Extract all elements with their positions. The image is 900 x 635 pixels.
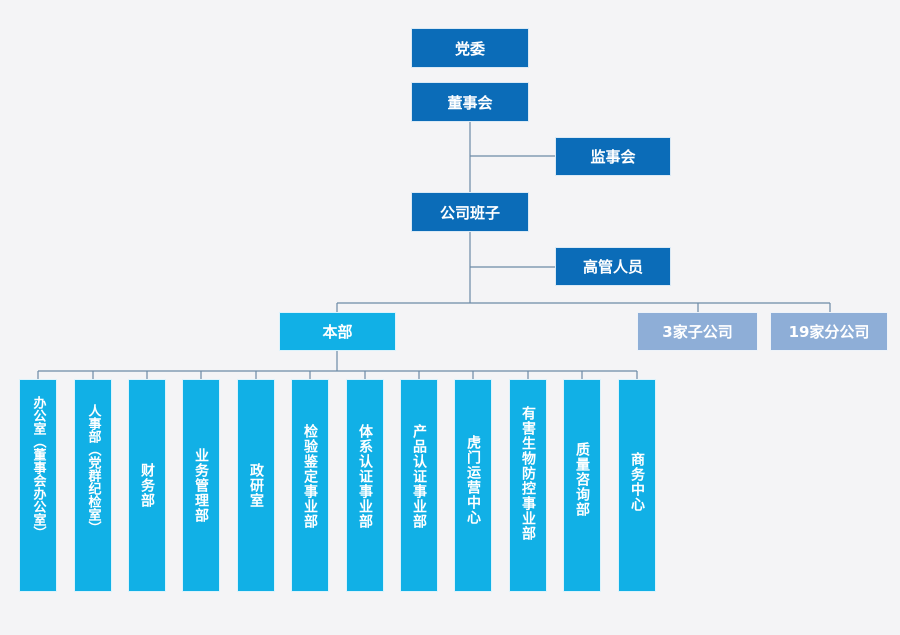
node-supervisors: 监事会 [555, 137, 671, 176]
node-branches: 19家分公司 [770, 312, 888, 351]
node-subsidiaries: 3家子公司 [637, 312, 758, 351]
dept-system-certification-label: 体系认证事业部 [357, 424, 373, 529]
dept-product-certification-label: 产品认证事业部 [411, 424, 427, 529]
dept-finance-label: 财务部 [139, 463, 155, 508]
node-headquarters: 本部 [279, 312, 396, 351]
dept-pest-control-label: 有害生物防控事业部 [520, 406, 536, 541]
dept-business-management: 业务管理部 [182, 379, 220, 592]
dept-inspection: 检验鉴定事业部 [291, 379, 329, 592]
node-management-label: 公司班子 [439, 203, 500, 222]
node-executives: 高管人员 [555, 247, 671, 286]
node-supervisors-label: 监事会 [590, 148, 636, 166]
dept-office-label: 办公室（董事会办公室） [30, 396, 46, 539]
dept-product-certification: 产品认证事业部 [400, 379, 438, 592]
node-subsidiaries-label: 3家子公司 [662, 323, 733, 341]
dept-hr-label: 人事部（党群纪检室） [85, 404, 101, 534]
dept-policy-research: 政研室 [237, 379, 275, 592]
dept-pest-control: 有害生物防控事业部 [509, 379, 547, 592]
dept-quality-consulting: 质量咨询部 [563, 379, 601, 592]
node-headquarters-label: 本部 [322, 323, 353, 341]
dept-humen-operations-label: 虎门运营中心 [465, 435, 481, 525]
dept-commerce-center: 商务中心 [618, 379, 656, 592]
dept-hr: 人事部（党群纪检室） [74, 379, 112, 592]
node-party: 党委 [411, 28, 529, 68]
node-branches-label: 19家分公司 [788, 323, 870, 341]
node-board-label: 董事会 [447, 93, 493, 112]
dept-system-certification: 体系认证事业部 [346, 379, 384, 592]
dept-office: 办公室（董事会办公室） [19, 379, 57, 592]
dept-quality-consulting-label: 质量咨询部 [574, 442, 590, 517]
dept-policy-research-label: 政研室 [248, 463, 264, 508]
dept-business-management-label: 业务管理部 [193, 448, 209, 523]
dept-finance: 财务部 [128, 379, 166, 592]
dept-inspection-label: 检验鉴定事业部 [302, 424, 318, 529]
dept-commerce-center-label: 商务中心 [629, 452, 645, 512]
node-executives-label: 高管人员 [582, 258, 643, 276]
dept-humen-operations: 虎门运营中心 [454, 379, 492, 592]
node-board: 董事会 [411, 82, 529, 122]
node-party-label: 党委 [454, 39, 485, 58]
node-management: 公司班子 [411, 192, 529, 232]
